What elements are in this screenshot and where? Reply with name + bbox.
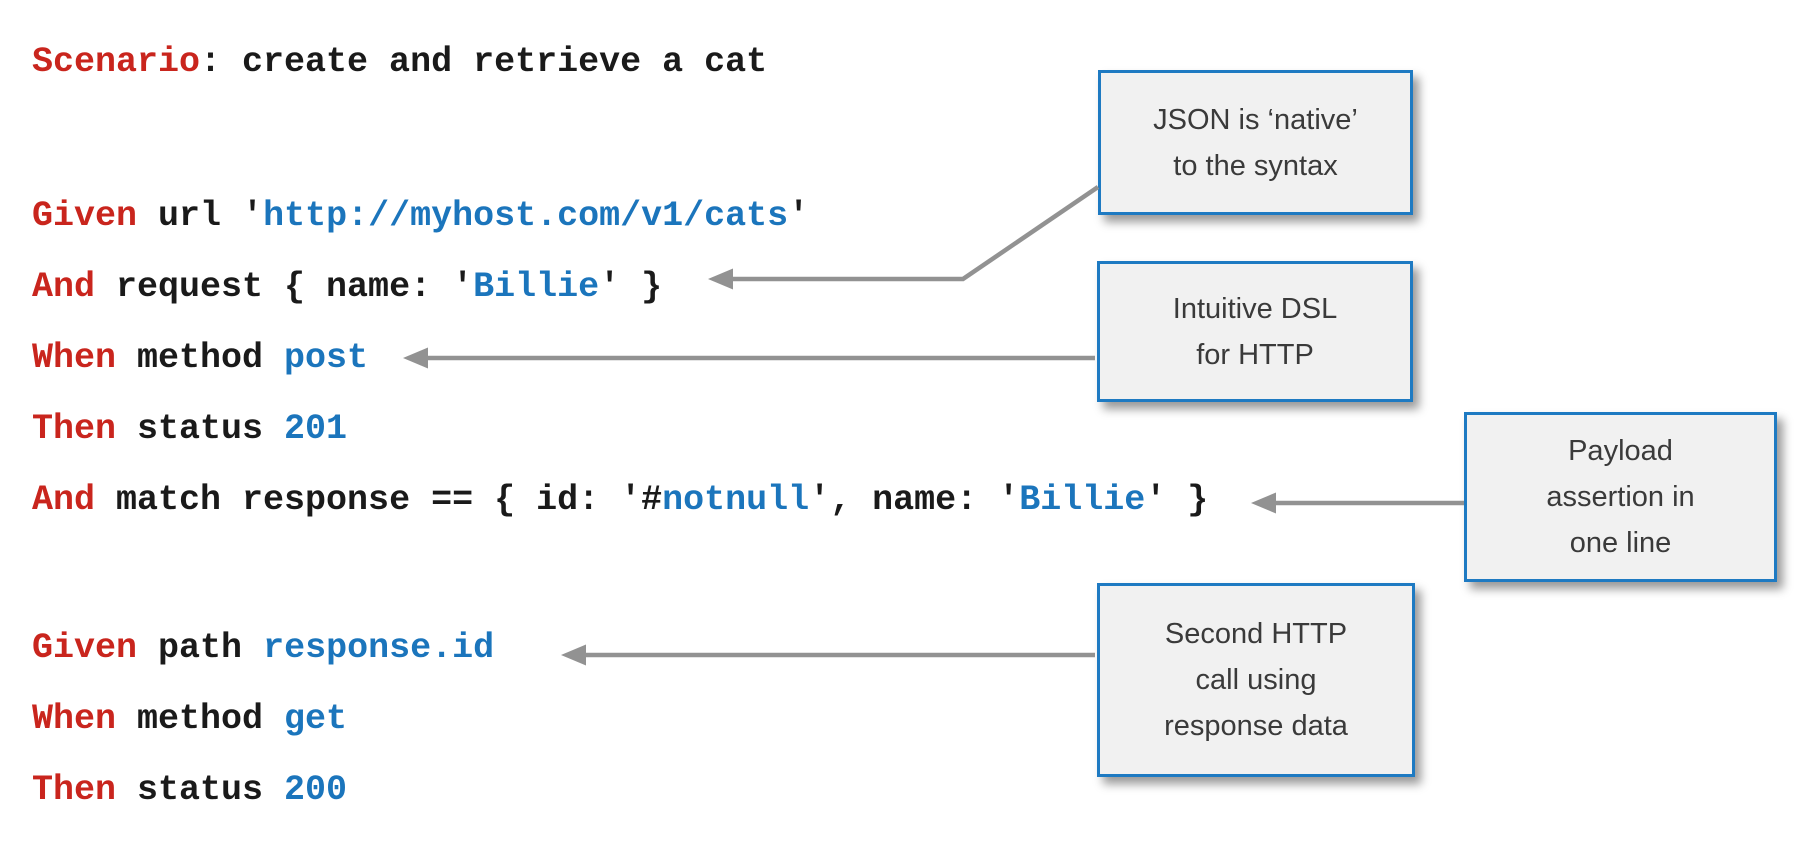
code-line-9: Then status 200 bbox=[32, 766, 347, 814]
code-segment-plain: method bbox=[116, 699, 285, 739]
code-segment-value: Billie bbox=[1019, 480, 1146, 520]
code-segment-plain: request { name: ' bbox=[95, 267, 474, 307]
code-segment-keyword: Scenario bbox=[32, 42, 201, 82]
code-segment-plain: url ' bbox=[137, 196, 264, 236]
code-segment-keyword: Given bbox=[32, 196, 138, 236]
code-segment-value: 200 bbox=[284, 770, 348, 810]
callout-text-line: response data bbox=[1164, 710, 1348, 742]
callout-intuitive-dsl: Intuitive DSL for HTTP bbox=[1097, 261, 1413, 402]
code-segment-keyword: And bbox=[32, 480, 96, 520]
code-line-4: When method post bbox=[32, 334, 368, 382]
code-segment-plain: ' bbox=[788, 196, 810, 236]
code-segment-plain: method bbox=[116, 338, 285, 378]
code-segment-plain: ' } bbox=[599, 267, 663, 307]
code-segment-value: 201 bbox=[284, 409, 348, 449]
code-segment-value: http://myhost.com/v1/cats bbox=[263, 196, 789, 236]
code-segment-plain: status bbox=[116, 409, 285, 449]
code-segment-plain: path bbox=[137, 628, 264, 668]
code-segment-keyword: When bbox=[32, 699, 117, 739]
code-line-8: When method get bbox=[32, 695, 347, 743]
code-line-1: Scenario: create and retrieve a cat bbox=[32, 38, 767, 86]
callout-text-line: Intuitive DSL bbox=[1172, 292, 1338, 325]
code-line-5: Then status 201 bbox=[32, 405, 347, 453]
code-segment-value: response.id bbox=[263, 628, 495, 668]
callout-text-line: assertion in bbox=[1546, 481, 1695, 513]
code-segment-keyword: And bbox=[32, 267, 96, 307]
code-segment-plain: ', name: ' bbox=[809, 480, 1020, 520]
code-line-2: Given url 'http://myhost.com/v1/cats' bbox=[32, 192, 809, 240]
code-segment-value: notnull bbox=[662, 480, 810, 520]
code-line-6: And match response == { id: '#notnull', … bbox=[32, 476, 1208, 524]
code-line-3: And request { name: 'Billie' } bbox=[32, 263, 662, 311]
callout-text-line: Second HTTP bbox=[1164, 618, 1348, 650]
callout-text-line: JSON is ‘native’ bbox=[1153, 103, 1358, 136]
callout-json-native: JSON is ‘native’ to the syntax bbox=[1098, 70, 1413, 215]
callout-text-line: call using bbox=[1195, 664, 1317, 696]
code-segment-keyword: When bbox=[32, 338, 117, 378]
callout-text-line: to the syntax bbox=[1173, 149, 1338, 182]
callout-text-line: Payload bbox=[1568, 435, 1673, 467]
code-segment-plain: status bbox=[116, 770, 285, 810]
code-segment-keyword: Given bbox=[32, 628, 138, 668]
code-line-7: Given path response.id bbox=[32, 624, 494, 672]
callout-text-line: for HTTP bbox=[1196, 338, 1314, 371]
callout-text-line: one line bbox=[1569, 527, 1672, 559]
code-segment-plain: match response == { id: '# bbox=[95, 480, 663, 520]
code-segment-keyword: Then bbox=[32, 770, 117, 810]
code-segment-value: post bbox=[284, 338, 369, 378]
code-segment-value: Billie bbox=[473, 267, 600, 307]
code-segment-value: get bbox=[284, 699, 348, 739]
code-segment-plain: : create and retrieve a cat bbox=[200, 42, 768, 82]
callout-second-call: Second HTTP call using response data bbox=[1097, 583, 1415, 777]
code-segment-plain: ' } bbox=[1145, 480, 1209, 520]
callout-payload-assertion: Payload assertion in one line bbox=[1464, 412, 1777, 582]
code-segment-keyword: Then bbox=[32, 409, 117, 449]
